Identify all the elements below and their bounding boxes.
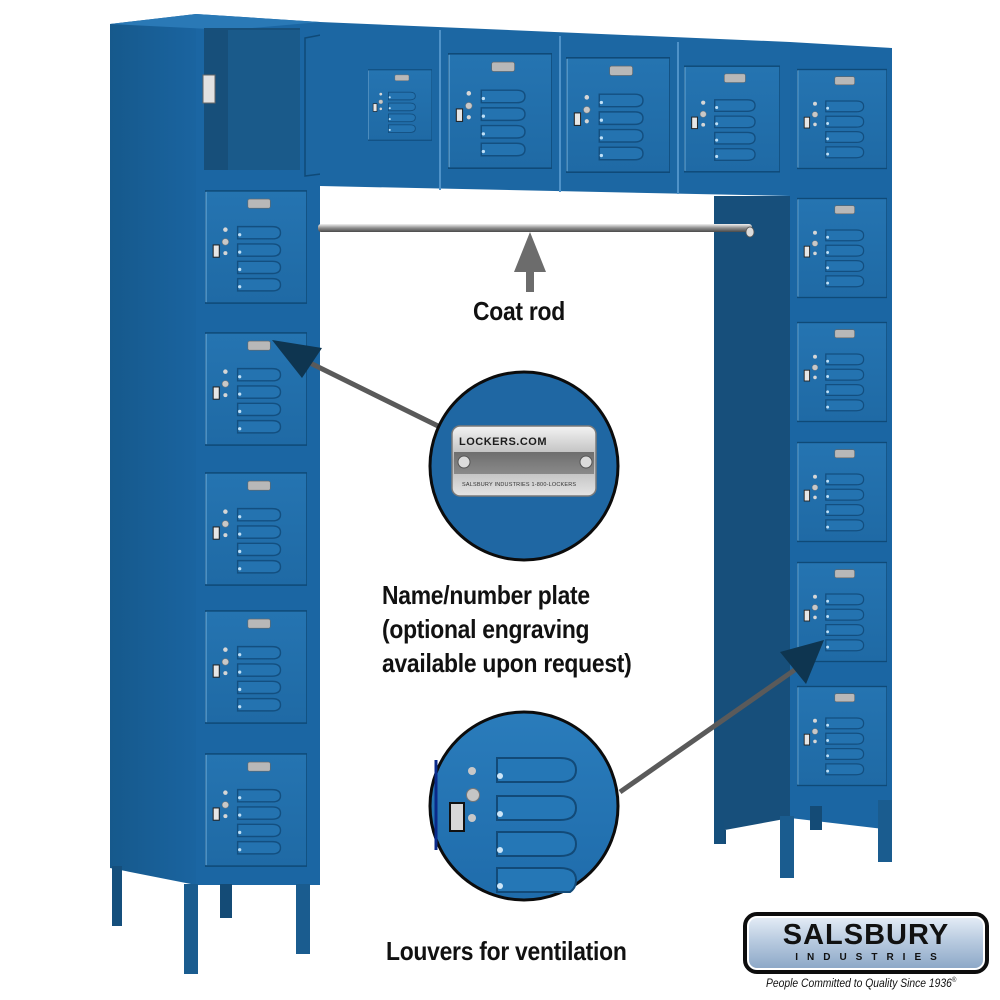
arrow-up-icon <box>514 232 546 292</box>
top-bridge-lockers <box>320 22 790 196</box>
coat-rod-label: Coat rod <box>473 296 565 326</box>
brand-tagline: People Committed to Quality Since 1936® <box>766 976 956 990</box>
louver-magnify-circle <box>428 710 620 902</box>
name-plate-main-text: LOCKERS.COM <box>459 436 547 448</box>
brand-subtitle: INDUSTRIES <box>795 952 946 963</box>
name-plate-label-line-2: (optional engraving <box>382 614 590 644</box>
name-plate-magnify-circle <box>428 370 620 562</box>
brand-tagline-text: People Committed to Quality Since 1936 <box>766 976 952 990</box>
brand-name: SALSBURY <box>782 919 950 951</box>
name-plate-sub-text: SALSBURY INDUSTRIES 1-800-LOCKERS <box>462 482 577 488</box>
right-locker-tower <box>714 42 892 878</box>
left-locker-tower <box>110 14 369 974</box>
name-plate-label-line-1: Name/number plate <box>382 580 590 610</box>
louvers-label: Louvers for ventilation <box>386 936 627 966</box>
name-plate-label-line-3: available upon request) <box>382 648 632 678</box>
arrow-pointer-icon <box>618 640 824 795</box>
arrow-pointer-icon <box>272 340 440 429</box>
salsbury-logo: SALSBURY INDUSTRIES <box>743 912 989 974</box>
coat-rod <box>318 224 755 238</box>
registered-mark: ® <box>951 977 957 984</box>
name-plate-label: Name/number plate (optional engraving av… <box>382 578 632 680</box>
